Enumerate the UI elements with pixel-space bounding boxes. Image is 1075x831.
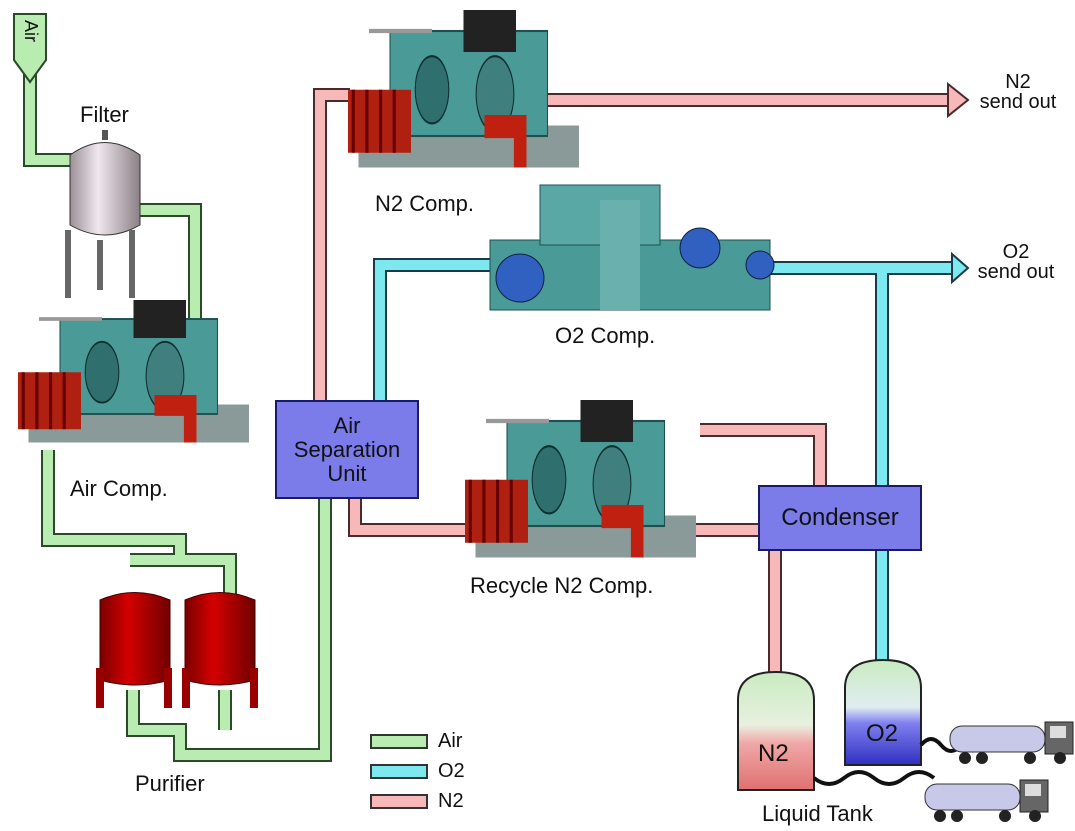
o2-tanker-truck-icon xyxy=(949,721,1074,765)
legend-item-n2: N2 xyxy=(370,790,464,813)
liquid-tank-o2-icon xyxy=(844,658,922,766)
filter-label: Filter xyxy=(80,102,129,127)
n2-tanker-truck-icon xyxy=(924,779,1049,823)
condenser-unit: Condenser xyxy=(758,485,922,551)
recycle-n2-compressor-icon xyxy=(465,400,696,558)
legend: Air O2 N2 xyxy=(370,730,530,820)
legend-item-o2: O2 xyxy=(370,760,465,783)
legend-label-air: Air xyxy=(438,730,463,752)
legend-label-o2: O2 xyxy=(438,760,465,782)
o2-pipes xyxy=(373,251,970,665)
legend-label-n2: N2 xyxy=(438,790,464,812)
legend-swatch-o2 xyxy=(370,764,428,779)
filter-vessel-icon xyxy=(65,130,141,298)
n2-send-line2: send out xyxy=(979,91,1057,113)
n2-compressor-icon xyxy=(348,10,579,168)
asu-label-line2: Separation xyxy=(293,436,401,462)
recycle-comp-label: Recycle N2 Comp. xyxy=(470,573,654,598)
legend-swatch-air xyxy=(370,734,428,749)
o2-send-out-label: O2 send out xyxy=(966,242,1066,282)
legend-item-air: Air xyxy=(370,730,462,753)
o2-send-line2: send out xyxy=(977,261,1055,283)
n2-pipes xyxy=(313,81,970,685)
air-inlet-icon xyxy=(13,13,47,84)
air-separation-unit: Air Separation Unit xyxy=(275,400,419,499)
hose-n2 xyxy=(812,770,936,786)
n2-send-line1: N2 xyxy=(1005,71,1031,93)
air-compressor-icon xyxy=(18,300,249,443)
liquid-tank-label: Liquid Tank xyxy=(762,801,873,826)
asu-label-line1: Air xyxy=(333,412,361,438)
o2-compressor-icon xyxy=(489,184,775,311)
legend-swatch-n2 xyxy=(370,794,428,809)
condenser-label: Condenser xyxy=(781,504,899,531)
o2-comp-label: O2 Comp. xyxy=(555,323,656,348)
purifier-label: Purifier xyxy=(135,771,205,796)
tank-n2-label: N2 xyxy=(758,740,789,767)
air-comp-label: Air Comp. xyxy=(70,476,168,501)
asu-label-line3: Unit xyxy=(327,460,367,486)
air-pipes xyxy=(23,70,332,762)
n2-comp-label: N2 Comp. xyxy=(375,191,475,216)
air-inlet-label: Air xyxy=(21,20,41,42)
purifier-vessel-icon xyxy=(96,592,258,708)
n2-send-out-label: N2 send out xyxy=(968,72,1068,112)
liquid-tank-n2-icon xyxy=(737,670,815,791)
o2-send-line1: O2 xyxy=(1002,241,1030,263)
tank-o2-label: O2 xyxy=(866,720,899,747)
